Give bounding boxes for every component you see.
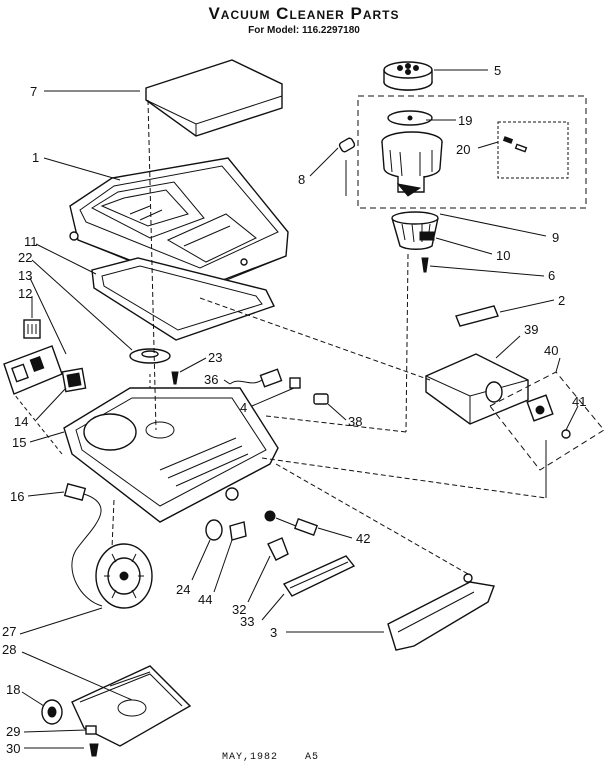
callout-22: 22 xyxy=(18,250,32,265)
part-44-clip xyxy=(229,521,247,541)
callout-3: 3 xyxy=(270,625,277,640)
callout-32: 32 xyxy=(232,602,246,617)
part-40-bag xyxy=(526,394,554,422)
leader-lines xyxy=(13,69,579,749)
callout-12: 12 xyxy=(18,286,32,301)
callout-23: 23 xyxy=(208,350,222,365)
part-42-brush-assembly xyxy=(264,510,319,537)
callout-1: 1 xyxy=(32,150,39,165)
model-subtitle: For Model: 116.2297180 xyxy=(248,25,360,36)
part-16-cord xyxy=(63,483,103,607)
part-40-box xyxy=(489,371,605,471)
callout-24: 24 xyxy=(176,582,190,597)
callout-15: 15 xyxy=(12,435,26,450)
callout-7: 7 xyxy=(30,84,37,99)
callout-39: 39 xyxy=(524,322,538,337)
part-39-bag-housing xyxy=(425,353,529,425)
callout-5: 5 xyxy=(494,63,501,78)
part-30-screw xyxy=(89,743,99,757)
part-11-gasket xyxy=(91,257,275,341)
callout-30: 30 xyxy=(6,741,20,756)
callout-20: 20 xyxy=(456,142,470,157)
callout-6: 6 xyxy=(548,268,555,283)
part-13-switch-panel xyxy=(3,345,63,395)
callout-38: 38 xyxy=(348,414,362,429)
part-8-bulb xyxy=(338,137,356,153)
part-19-motor xyxy=(381,110,443,197)
callout-19: 19 xyxy=(458,113,472,128)
part-29-clip xyxy=(85,725,97,735)
callout-41: 41 xyxy=(572,394,586,409)
page-title: Vacuum Cleaner Parts xyxy=(208,4,400,23)
callout-10: 10 xyxy=(496,248,510,263)
part-28-bottom-plate xyxy=(71,665,192,747)
callout-11: 11 xyxy=(24,234,38,249)
part-36-cord-set xyxy=(229,368,301,389)
part-38-clip xyxy=(313,393,329,405)
motor-assembly-box xyxy=(357,95,587,209)
part-10-filter-cage xyxy=(391,211,439,250)
part-27-cord-reel xyxy=(95,543,153,609)
callout-14: 14 xyxy=(14,414,28,429)
part-7-cover xyxy=(145,59,283,137)
part-2-label xyxy=(455,305,499,327)
callout-13: 13 xyxy=(18,268,32,283)
part-41-washer xyxy=(561,429,571,439)
callout-40: 40 xyxy=(544,343,558,358)
callout-36: 36 xyxy=(204,372,218,387)
callout-28: 28 xyxy=(2,642,16,657)
callout-33: 33 xyxy=(240,614,254,629)
part-24-wheel xyxy=(205,519,223,541)
callout-16: 16 xyxy=(10,489,24,504)
part-20-box xyxy=(497,121,569,179)
callout-8: 8 xyxy=(298,172,305,187)
part-18-wheel xyxy=(41,699,63,725)
callout-29: 29 xyxy=(6,724,20,739)
callout-44: 44 xyxy=(198,592,212,607)
callout-9: 9 xyxy=(552,230,559,245)
callout-27: 27 xyxy=(2,624,16,639)
page-footer: MAY,1982 A5 xyxy=(222,752,319,763)
part-15-base-pan xyxy=(63,387,279,523)
part-32-latch xyxy=(267,537,289,561)
callout-labels: 5 7 19 1 20 8 9 11 10 22 6 13 12 2 39 23… xyxy=(2,63,586,756)
part-5-filter-disc xyxy=(383,61,433,91)
footer-date: MAY,1982 xyxy=(222,752,279,763)
part-14-switch xyxy=(61,367,87,393)
part-23-screw xyxy=(171,371,179,385)
part-1-housing xyxy=(69,157,289,291)
callout-18: 18 xyxy=(6,682,20,697)
part-20-brushes xyxy=(502,136,528,153)
callout-4: 4 xyxy=(240,400,247,415)
part-33-handle xyxy=(282,555,356,597)
callout-42: 42 xyxy=(356,531,370,546)
part-3-bumper xyxy=(387,573,495,651)
part-22-seal xyxy=(129,348,171,364)
part-6-screw xyxy=(421,257,429,273)
footer-revision: A5 xyxy=(305,752,320,763)
callout-2: 2 xyxy=(558,293,565,308)
